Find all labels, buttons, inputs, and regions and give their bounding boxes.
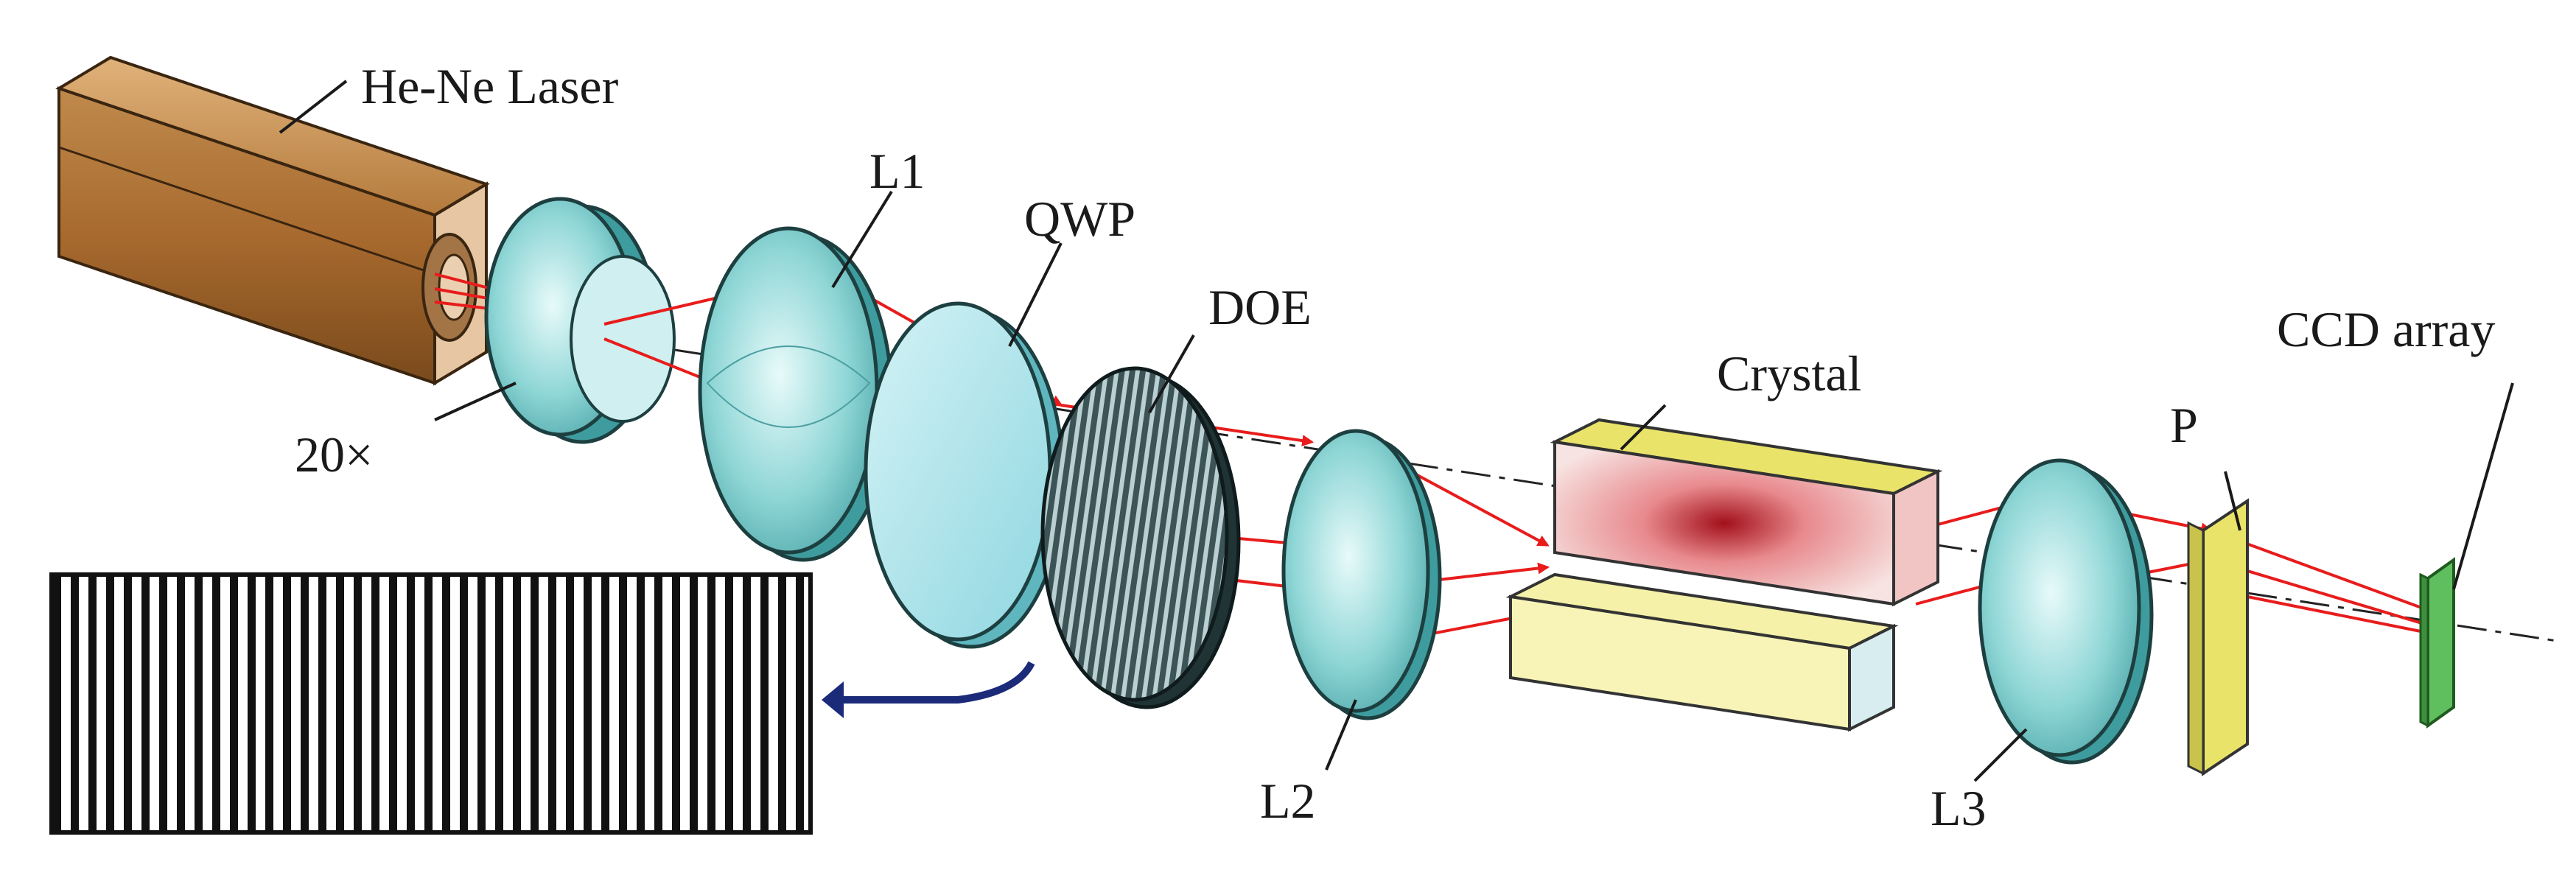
label-qwp: QWP	[1024, 191, 1135, 247]
quarter-wave-plate	[864, 301, 1065, 649]
he-ne-laser	[55, 55, 490, 386]
label-objective-20x: 20×	[295, 427, 373, 483]
label-leader-lines	[279, 80, 2514, 782]
label-ccd-array: CCD array	[2277, 301, 2495, 357]
label-doe: DOE	[1208, 279, 1312, 335]
ccd-array	[2419, 557, 2455, 729]
objective-20x	[484, 197, 676, 444]
label-l2: L2	[1260, 773, 1316, 829]
arrow-left-icon	[822, 661, 1035, 718]
label-l3: L3	[1931, 780, 1987, 836]
polarizer	[2187, 498, 2249, 776]
label-crystal: Crystal	[1717, 345, 1861, 401]
lens-l2	[1281, 429, 1442, 720]
label-he-ne-laser: He-Ne Laser	[361, 58, 619, 114]
label-l1: L1	[869, 143, 925, 199]
label-polarizer: P	[2170, 397, 2198, 453]
lens-l1	[698, 226, 894, 562]
diffractive-optical-element	[1040, 366, 1241, 709]
doe-fringe-pattern	[49, 572, 813, 835]
lens-l3	[1978, 458, 2154, 765]
crystal	[1505, 418, 1943, 732]
